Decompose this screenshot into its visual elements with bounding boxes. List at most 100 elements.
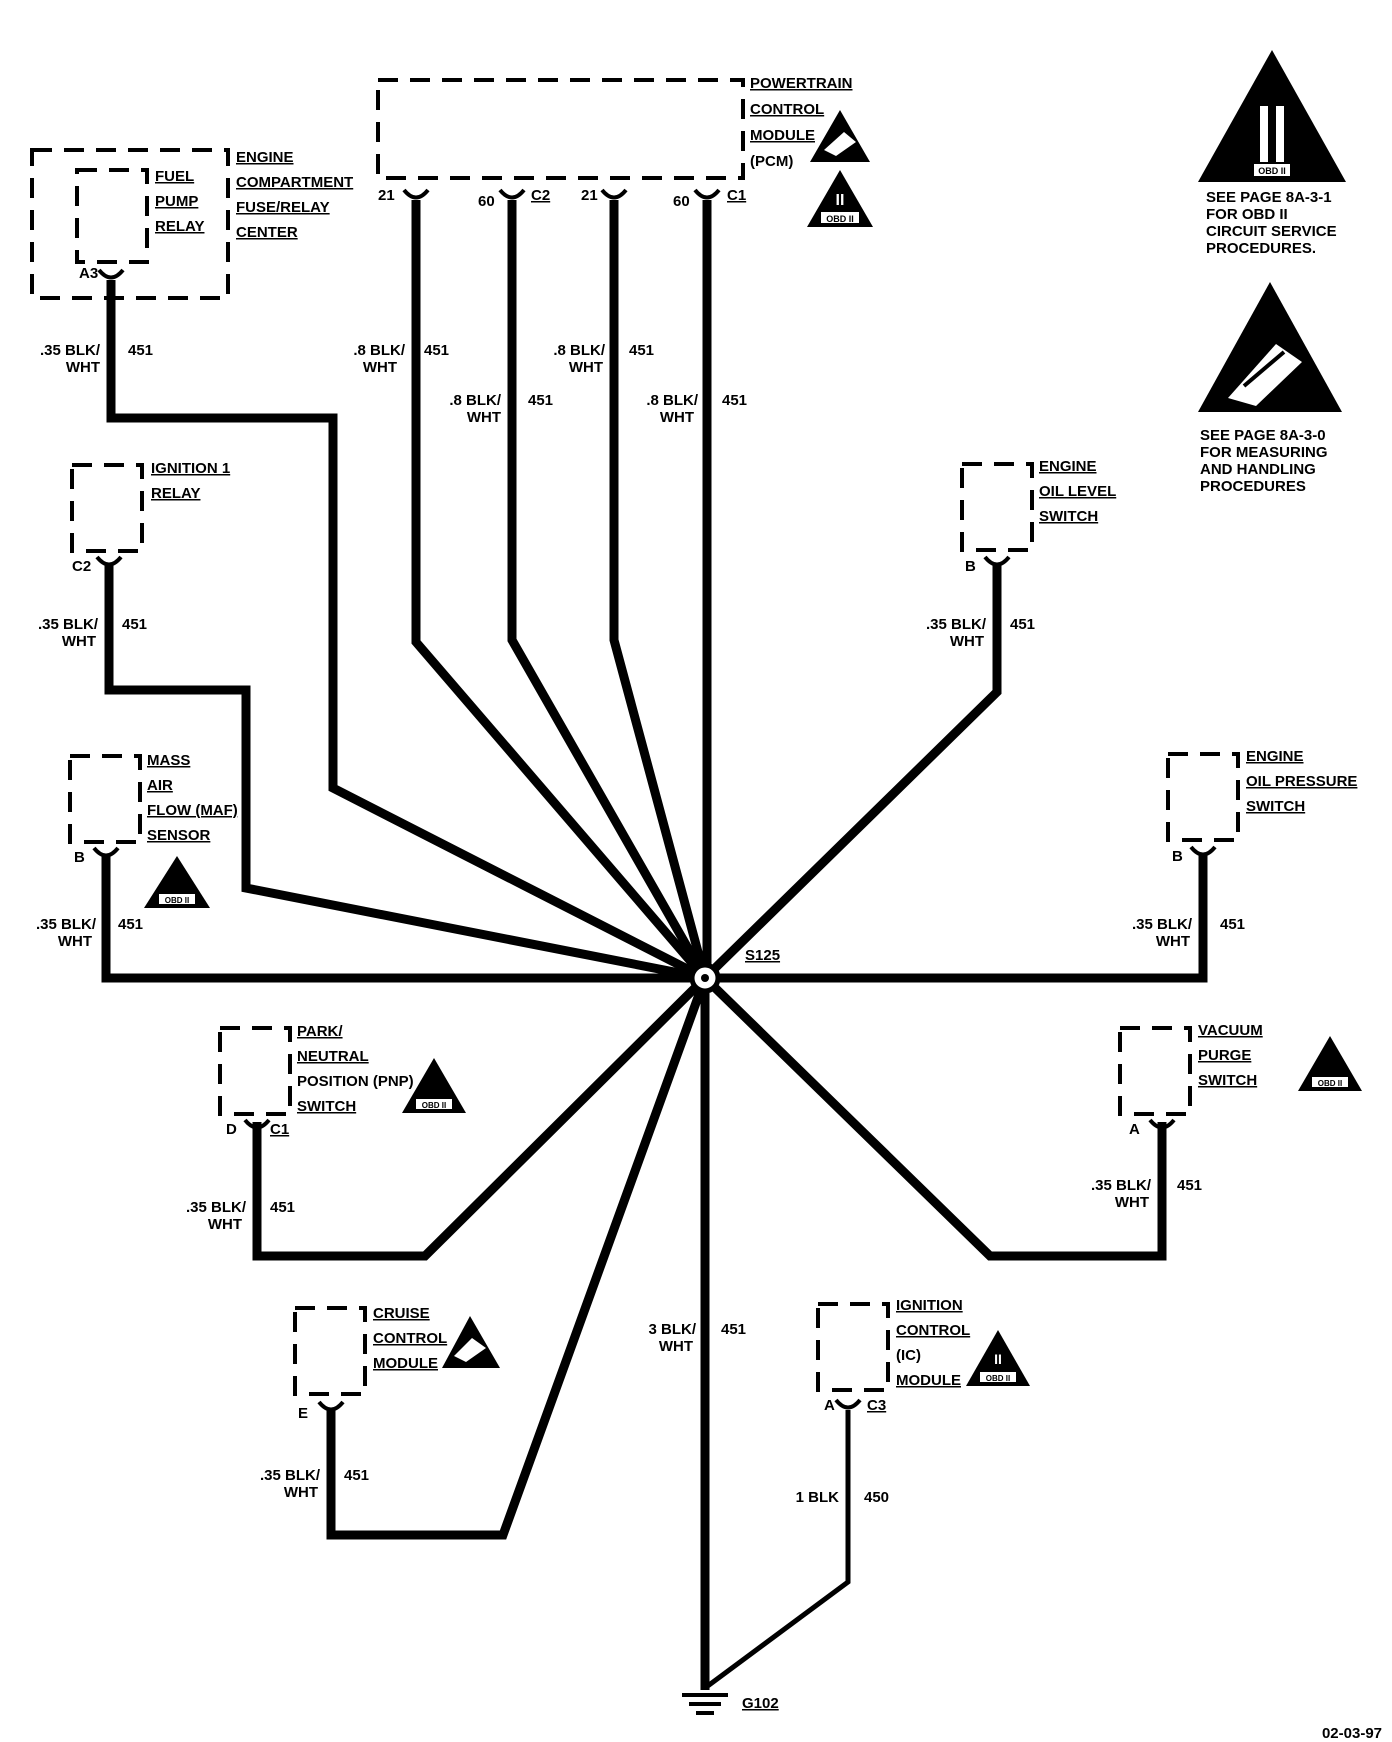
- wire-fuel-pump-relay: [106, 280, 708, 983]
- cruise-label-3: MODULE: [373, 1355, 438, 1372]
- vacuum-purge-label-3: SWITCH: [1198, 1072, 1257, 1089]
- wire-circuit: 451: [344, 1467, 369, 1484]
- ignition-1-relay-label-2: RELAY: [151, 485, 200, 502]
- maf-label-3: FLOW (MAF): [147, 802, 238, 819]
- pcm-label-1: POWERTRAIN: [750, 75, 853, 92]
- ignition-1-relay-label-1: IGNITION 1: [151, 460, 230, 477]
- pnp-label-4: SWITCH: [297, 1098, 356, 1115]
- oil-level-pin: B: [965, 558, 976, 575]
- wire-oil-level-switch: [701, 565, 1002, 982]
- wire-color: WHT: [58, 933, 92, 950]
- wire-gauge: .8 BLK/: [353, 342, 406, 359]
- wire-circuit: 451: [122, 616, 147, 633]
- wire-ignition-control-module: [703, 1410, 851, 1691]
- oil-pressure-label-3: SWITCH: [1246, 798, 1305, 815]
- obd-note-3: CIRCUIT SERVICE: [1206, 223, 1337, 240]
- wire-circuit: 451: [1220, 916, 1245, 933]
- svg-text:OBD II: OBD II: [1258, 166, 1286, 176]
- wire-color: WHT: [1156, 933, 1190, 950]
- pcm-pin-4-connector: C1: [727, 187, 746, 204]
- maf-pin: B: [74, 849, 85, 866]
- wire-color: WHT: [569, 359, 603, 376]
- cruise-control-module: [293, 1306, 367, 1412]
- esd-icon: [442, 1316, 500, 1368]
- pcm-module: [376, 78, 745, 200]
- pcm-pin-2-connector: C2: [531, 187, 550, 204]
- wire-circuit: 451: [128, 342, 153, 359]
- esd-legend-icon: [1198, 282, 1342, 412]
- svg-text:OBD II: OBD II: [986, 1374, 1010, 1383]
- footer-date: 02-03-97: [1322, 1725, 1382, 1742]
- icm-label-3: (IC): [896, 1347, 921, 1364]
- wire-color: WHT: [62, 633, 96, 650]
- wire-circuit: 451: [722, 392, 747, 409]
- ground-symbol: [682, 1693, 728, 1715]
- ignition-control-module: [816, 1302, 890, 1410]
- wire-gauge: .8 BLK/: [553, 342, 606, 359]
- wire-gauge: .35 BLK/: [260, 1467, 321, 1484]
- pcm-label-4: (PCM): [750, 153, 793, 170]
- wire-color: WHT: [1115, 1194, 1149, 1211]
- fuse-center-label-3: FUSE/RELAY: [236, 199, 330, 216]
- vacuum-purge-pin: A: [1129, 1121, 1140, 1138]
- esd-note-3: AND HANDLING: [1200, 461, 1316, 478]
- wire-pcm-c: [609, 200, 710, 980]
- maf-label-2: AIR: [147, 777, 173, 794]
- wire-pcm-b: [507, 200, 709, 981]
- pnp-switch: [218, 1026, 292, 1130]
- wire-circuit: 451: [528, 392, 553, 409]
- oil-level-label-1: ENGINE: [1039, 458, 1097, 475]
- wire-gauge: .35 BLK/: [38, 616, 99, 633]
- splice-s125: [689, 962, 721, 994]
- wire-oil-pressure-switch: [705, 855, 1208, 983]
- esd-note-1: SEE PAGE 8A-3-0: [1200, 427, 1326, 444]
- ignition-1-relay-pin: C2: [72, 558, 91, 575]
- pcm-pin-2: 60: [478, 193, 495, 210]
- pcm-pin-4: 60: [673, 193, 690, 210]
- wire-circuit: 451: [1177, 1177, 1202, 1194]
- wire-gauge: .35 BLK/: [926, 616, 987, 633]
- wire-color: WHT: [467, 409, 501, 426]
- vacuum-purge-switch: [1118, 1026, 1192, 1130]
- wire-pcm-a: [411, 200, 709, 981]
- cruise-label-2: CONTROL: [373, 1330, 447, 1347]
- wire-circuit: 451: [270, 1199, 295, 1216]
- wire-color: WHT: [66, 359, 100, 376]
- obd-ii-icon: II OBD II: [966, 1330, 1030, 1386]
- wire-circuit: 451: [118, 916, 143, 933]
- fuse-center-label-1: ENGINE: [236, 149, 294, 166]
- wire-color: WHT: [950, 633, 984, 650]
- wire-ignition-1-relay: [104, 565, 706, 983]
- obd-ii-icon: OBD II: [402, 1058, 466, 1113]
- wires: [101, 200, 1208, 1691]
- obd-ii-icon: II OBD II: [807, 170, 873, 227]
- splice-label: S125: [745, 947, 780, 964]
- wire-gauge: 1 BLK: [796, 1489, 840, 1506]
- wire-color: WHT: [208, 1216, 242, 1233]
- vacuum-purge-label-2: PURGE: [1198, 1047, 1251, 1064]
- cruise-pin: E: [298, 1405, 308, 1422]
- icm-label-2: CONTROL: [896, 1322, 970, 1339]
- wire-gauge: .8 BLK/: [449, 392, 502, 409]
- wire-gauge: .35 BLK/: [1091, 1177, 1152, 1194]
- pcm-label-3: MODULE: [750, 127, 815, 144]
- ground-label: G102: [742, 1695, 779, 1712]
- oil-level-switch: [960, 462, 1034, 567]
- maf-label-1: MASS: [147, 752, 190, 769]
- wire-gauge: .35 BLK/: [186, 1199, 247, 1216]
- oil-level-label-2: OIL LEVEL: [1039, 483, 1116, 500]
- wire-circuit: 451: [1010, 616, 1035, 633]
- svg-text:OBD II: OBD II: [826, 214, 854, 224]
- wire-gauge: .35 BLK/: [36, 916, 97, 933]
- fuel-pump-relay-label-1: FUEL: [155, 168, 194, 185]
- wire-cruise-control-module: [326, 976, 710, 1540]
- svg-text:II: II: [836, 192, 845, 209]
- icm-label-4: MODULE: [896, 1372, 961, 1389]
- wire-gauge: .35 BLK/: [40, 342, 101, 359]
- wire-pnp-switch: [252, 974, 709, 1261]
- pcm-pin-3: 21: [581, 187, 598, 204]
- pnp-label-3: POSITION (PNP): [297, 1073, 414, 1090]
- esd-note-2: FOR MEASURING: [1200, 444, 1328, 461]
- oil-pressure-label-1: ENGINE: [1246, 748, 1304, 765]
